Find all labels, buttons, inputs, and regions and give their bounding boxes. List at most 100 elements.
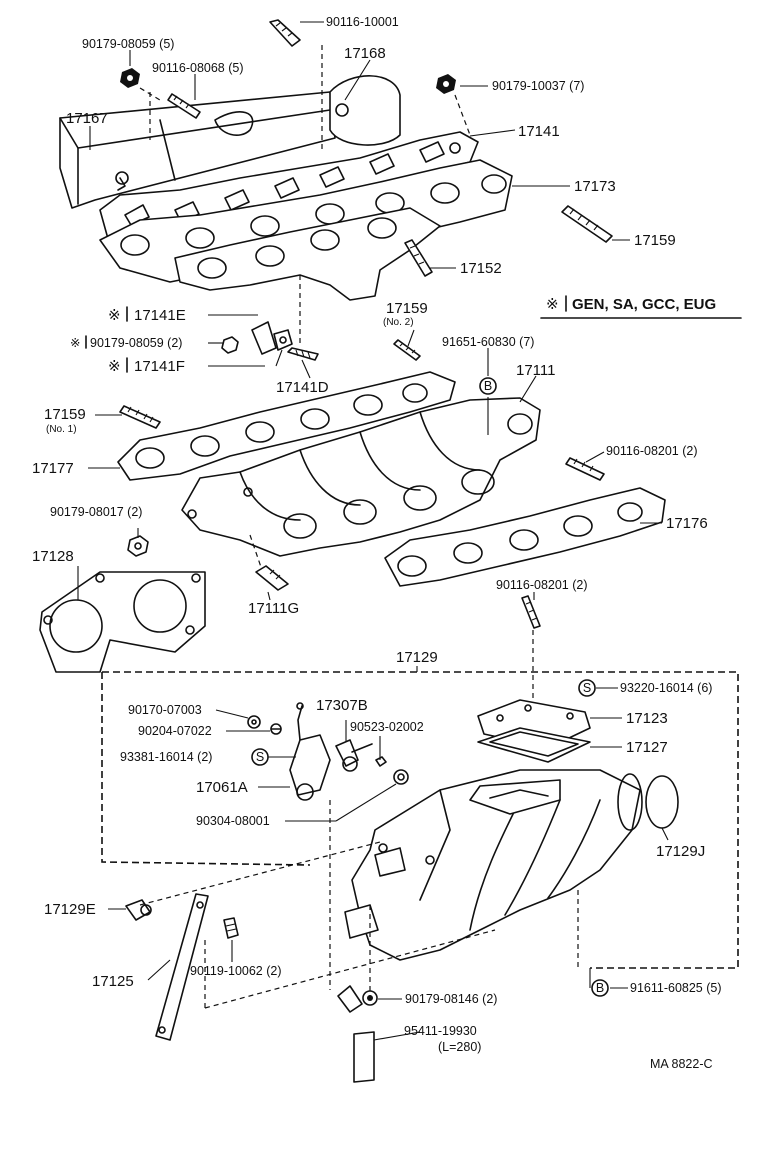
svg-text:B: B [596, 981, 604, 995]
label-17129J: 17129J [656, 843, 705, 860]
label-90116-08201-2-a: 90116-08201 (2) [606, 444, 698, 458]
vsv-17061A [289, 702, 331, 801]
label-17125: 17125 [92, 973, 134, 990]
leader-lines [77, 21, 669, 1041]
svg-text:S: S [583, 681, 591, 695]
gasket-17128 [39, 571, 206, 673]
label-90179-08146-2: 90179-08146 (2) [405, 992, 497, 1006]
label-17307B: 17307B [316, 697, 368, 714]
label-17141D: 17141D [276, 379, 329, 396]
stud-17141D [287, 275, 319, 361]
gasket-17177 [117, 371, 456, 481]
marker-b-upper: B [479, 377, 497, 395]
legend-asterisk: ※ [546, 296, 559, 313]
label-90116-10001: 90116-10001 [326, 15, 399, 29]
label-17061A: 17061A [196, 779, 248, 796]
stud-17159-no2 [393, 339, 421, 361]
legend-gen-sa-gcc-eug: ※ GEN, SA, GCC, EUG [540, 295, 742, 319]
label-17173: 17173 [574, 178, 616, 195]
stud-90116-08201-b [521, 595, 541, 700]
nut-90179-08059 [120, 68, 161, 140]
stud-17159-no1 [119, 405, 161, 429]
label-17111G: 17111G [248, 600, 299, 617]
intake-manifold-17111 [181, 397, 541, 571]
svg-text:S: S [256, 750, 264, 764]
air-intake-chamber-17167 [59, 91, 336, 209]
label-90116-08201-2-b: 90116-08201 (2) [496, 578, 588, 592]
bolt-90119-10062 [223, 917, 239, 939]
label-17129: 17129 [396, 649, 438, 666]
dash-line-17129E [139, 841, 381, 906]
label-95411-19930-sub: (L=280) [438, 1040, 481, 1054]
label-90179-08059-5: 90179-08059 (5) [82, 37, 174, 51]
label-17159-no1-sub: (No. 1) [46, 424, 77, 435]
marker-b-lower: B [591, 979, 609, 997]
sensor-17111G [255, 565, 289, 591]
bracket-17125 [155, 893, 209, 1041]
gasket-17176 [384, 487, 666, 587]
gasket-90304-08001 [393, 769, 409, 785]
figure-code: MA 8822-C [650, 1057, 713, 1071]
label-17141: 17141 [518, 123, 560, 140]
nut-90179-08059-2 [221, 336, 239, 354]
label-17159-no2: 17159 [386, 300, 428, 317]
lower-gasket-block [174, 207, 441, 301]
gasket-17127 [477, 727, 591, 763]
label-17141F: 17141F [134, 358, 185, 375]
hose-95411-19930 [337, 985, 375, 1083]
washer-90170-07003 [247, 715, 261, 729]
label-17159-top: 17159 [634, 232, 676, 249]
intake-chamber-17129 [344, 769, 643, 961]
nut-90179-08017 [127, 535, 149, 557]
label-90304-08001: 90304-08001 [196, 814, 270, 828]
asterisk-17141E: ※ [108, 307, 121, 324]
marker-s-93220: S [578, 679, 596, 697]
label-17167: 17167 [66, 110, 108, 127]
assembly-box-17129 [101, 671, 739, 969]
legend-regions: GEN, SA, GCC, EUG [572, 296, 716, 313]
label-90179-10037-7: 90179-10037 (7) [492, 79, 584, 93]
cap-17129J [645, 775, 679, 829]
label-17141E: 17141E [134, 307, 186, 324]
label-17128: 17128 [32, 548, 74, 565]
labels: 90116-10001 90179-08059 (5) 17168 90116-… [32, 15, 742, 1071]
screw-90523-02002 [375, 756, 387, 767]
label-93381-16014-2: 93381-16014 (2) [120, 750, 212, 764]
asterisk-90179-08059-2: ※ [70, 336, 80, 350]
nut-90179-10037 [436, 74, 471, 136]
washer-90204-07022 [270, 723, 282, 735]
label-17127: 17127 [626, 739, 668, 756]
label-17159-no2-sub: (No. 2) [383, 317, 414, 328]
sensor-17307B [335, 739, 373, 772]
label-90116-08068-5: 90116-08068 (5) [152, 61, 244, 75]
stud-90116-10001 [269, 19, 323, 150]
bracket-17141E [251, 321, 293, 355]
label-17111: 17111 [516, 362, 556, 379]
asterisk-17141F: ※ [108, 358, 121, 375]
label-90179-08059-2: 90179-08059 (2) [90, 336, 182, 350]
svg-text:B: B [484, 379, 492, 393]
stud-17152 [404, 239, 433, 277]
plate-17168 [329, 75, 401, 146]
label-90523-02002: 90523-02002 [350, 720, 424, 734]
label-90179-08017-2: 90179-08017 (2) [50, 505, 142, 519]
label-90204-07022: 90204-07022 [138, 724, 212, 738]
label-17177: 17177 [32, 460, 74, 477]
label-91611-60825-5: 91611-60825 (5) [630, 981, 722, 995]
marker-s-93381: S [251, 748, 269, 766]
stud-90116-08068 [167, 93, 201, 119]
label-17123: 17123 [626, 710, 668, 727]
union-17129E [125, 899, 152, 921]
label-17176: 17176 [666, 515, 708, 532]
label-90119-10062-2: 90119-10062 (2) [190, 964, 282, 978]
stud-90116-08201-a [565, 457, 605, 481]
label-95411-19930: 95411-19930 [404, 1024, 477, 1038]
label-93220-16014-6: 93220-16014 (6) [620, 681, 712, 695]
label-17129E: 17129E [44, 901, 96, 918]
label-91651-60830-7: 91651-60830 (7) [442, 335, 534, 349]
label-17152: 17152 [460, 260, 502, 277]
label-90170-07003: 90170-07003 [128, 703, 202, 717]
label-17168: 17168 [344, 45, 386, 62]
